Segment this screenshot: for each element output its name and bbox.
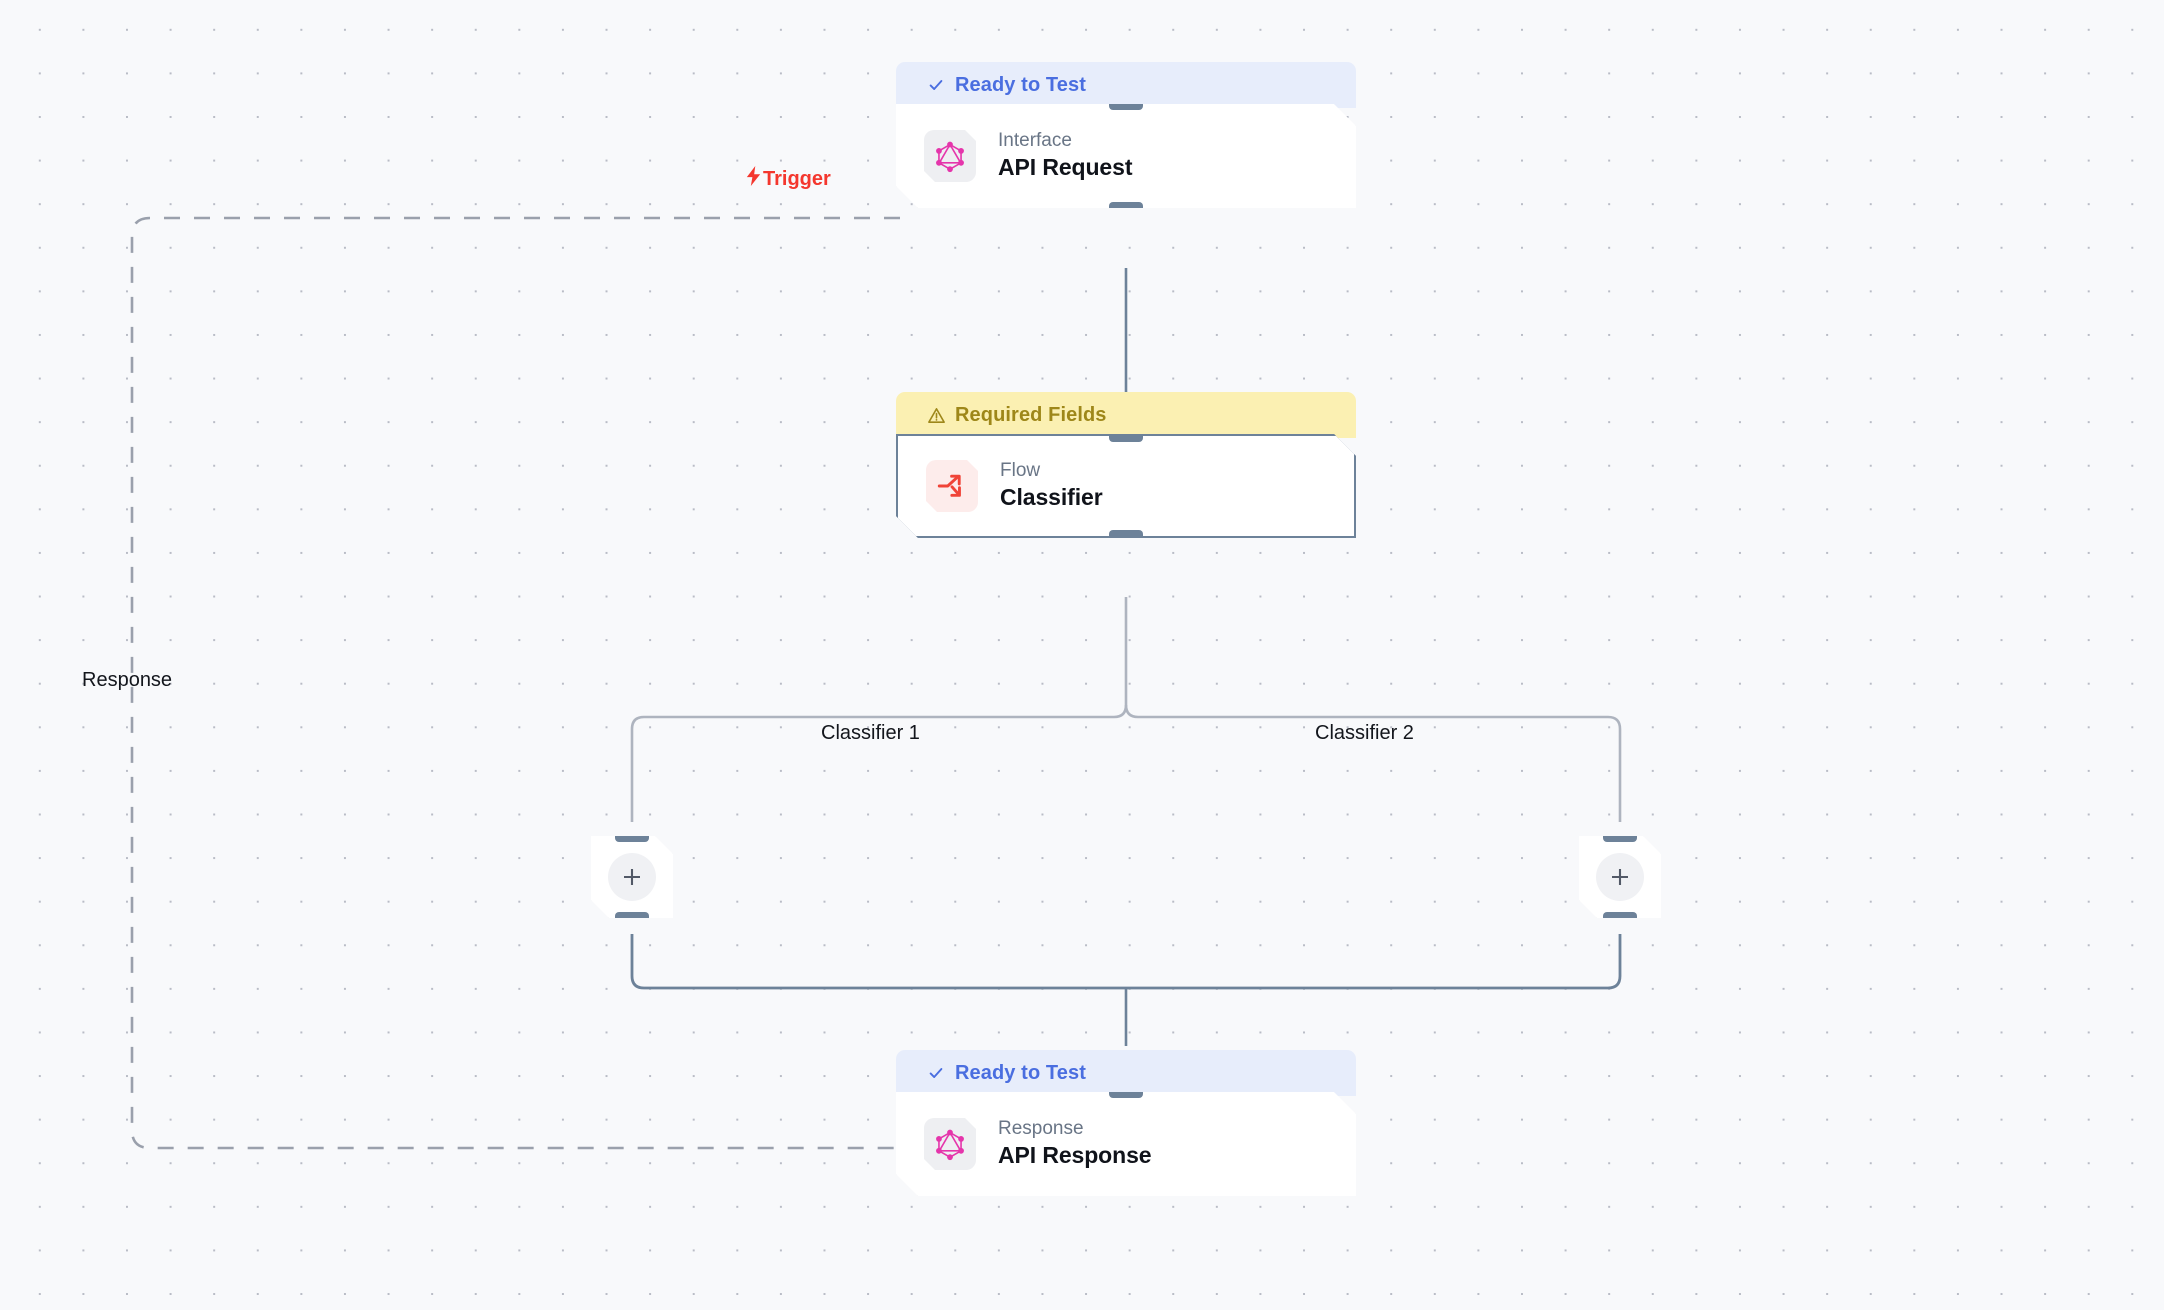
node-handle-source[interactable] [1603,912,1637,923]
status-badge-label: Ready to Test [955,73,1086,96]
graphql-icon [924,130,976,182]
status-badge-label: Ready to Test [955,1061,1086,1084]
response-edge-label: Response [82,669,172,692]
trigger-dashed-edge [130,216,900,1150]
node-kind-label: Interface [998,130,1072,152]
response-label-text: Response [82,669,173,691]
node-handle-source[interactable] [1109,202,1143,213]
node-handle-target[interactable] [1603,831,1637,842]
flow-split-icon [926,460,978,512]
node-handle-source[interactable] [1109,530,1143,541]
branch-label-classifier-2: Classifier 2 [1315,722,1414,745]
branch-label-text: Classifier 1 [821,722,920,744]
node-handle-target[interactable] [1109,99,1143,110]
node-card-api-response[interactable]: Response API Response [896,1092,1356,1196]
node-classifier[interactable]: Required Fields Flow Classifier [896,392,1356,538]
edge-right-plus-to-merge [1126,934,1622,990]
node-kind-label: Response [998,1118,1084,1140]
node-handle-source[interactable] [615,912,649,923]
status-badge-ready-to-test: Ready to Test [896,1050,1356,1096]
branch-label-text: Classifier 2 [1315,722,1414,744]
node-title-label: Classifier [1000,484,1103,511]
add-step-classifier-1-button[interactable] [591,836,673,918]
edge-left-plus-to-merge [630,934,1126,990]
plus-icon [608,853,656,901]
trigger-edge-label: Trigger [745,166,831,192]
lightning-bolt-icon [745,166,762,192]
warning-triangle-icon [926,405,946,425]
node-title-label: API Request [998,154,1133,181]
trigger-label-text: Trigger [763,167,831,190]
branch-label-classifier-1: Classifier 1 [821,722,920,745]
node-text-api-response: Response API Response [998,1118,1151,1169]
node-handle-target[interactable] [1109,431,1143,442]
status-badge-ready-to-test: Ready to Test [896,62,1356,108]
graphql-icon [924,1118,976,1170]
node-card-classifier[interactable]: Flow Classifier [896,434,1356,538]
node-title-label: API Response [998,1142,1152,1169]
status-badge-label: Required Fields [955,403,1107,426]
check-icon [926,75,946,95]
status-badge-required-fields: Required Fields [896,392,1356,438]
add-step-classifier-2-button[interactable] [1579,836,1661,918]
node-handle-target[interactable] [1109,1087,1143,1098]
node-api-response[interactable]: Ready to Test [896,1050,1356,1196]
node-kind-label: Flow [1000,460,1041,482]
check-icon [926,1063,946,1083]
node-card-api-request[interactable]: Interface API Request [896,104,1356,208]
node-text-classifier: Flow Classifier [1000,460,1103,511]
node-api-request[interactable]: Ready to Test [896,62,1356,208]
node-handle-target[interactable] [615,831,649,842]
plus-icon [1596,853,1644,901]
node-text-api-request: Interface API Request [998,130,1132,181]
